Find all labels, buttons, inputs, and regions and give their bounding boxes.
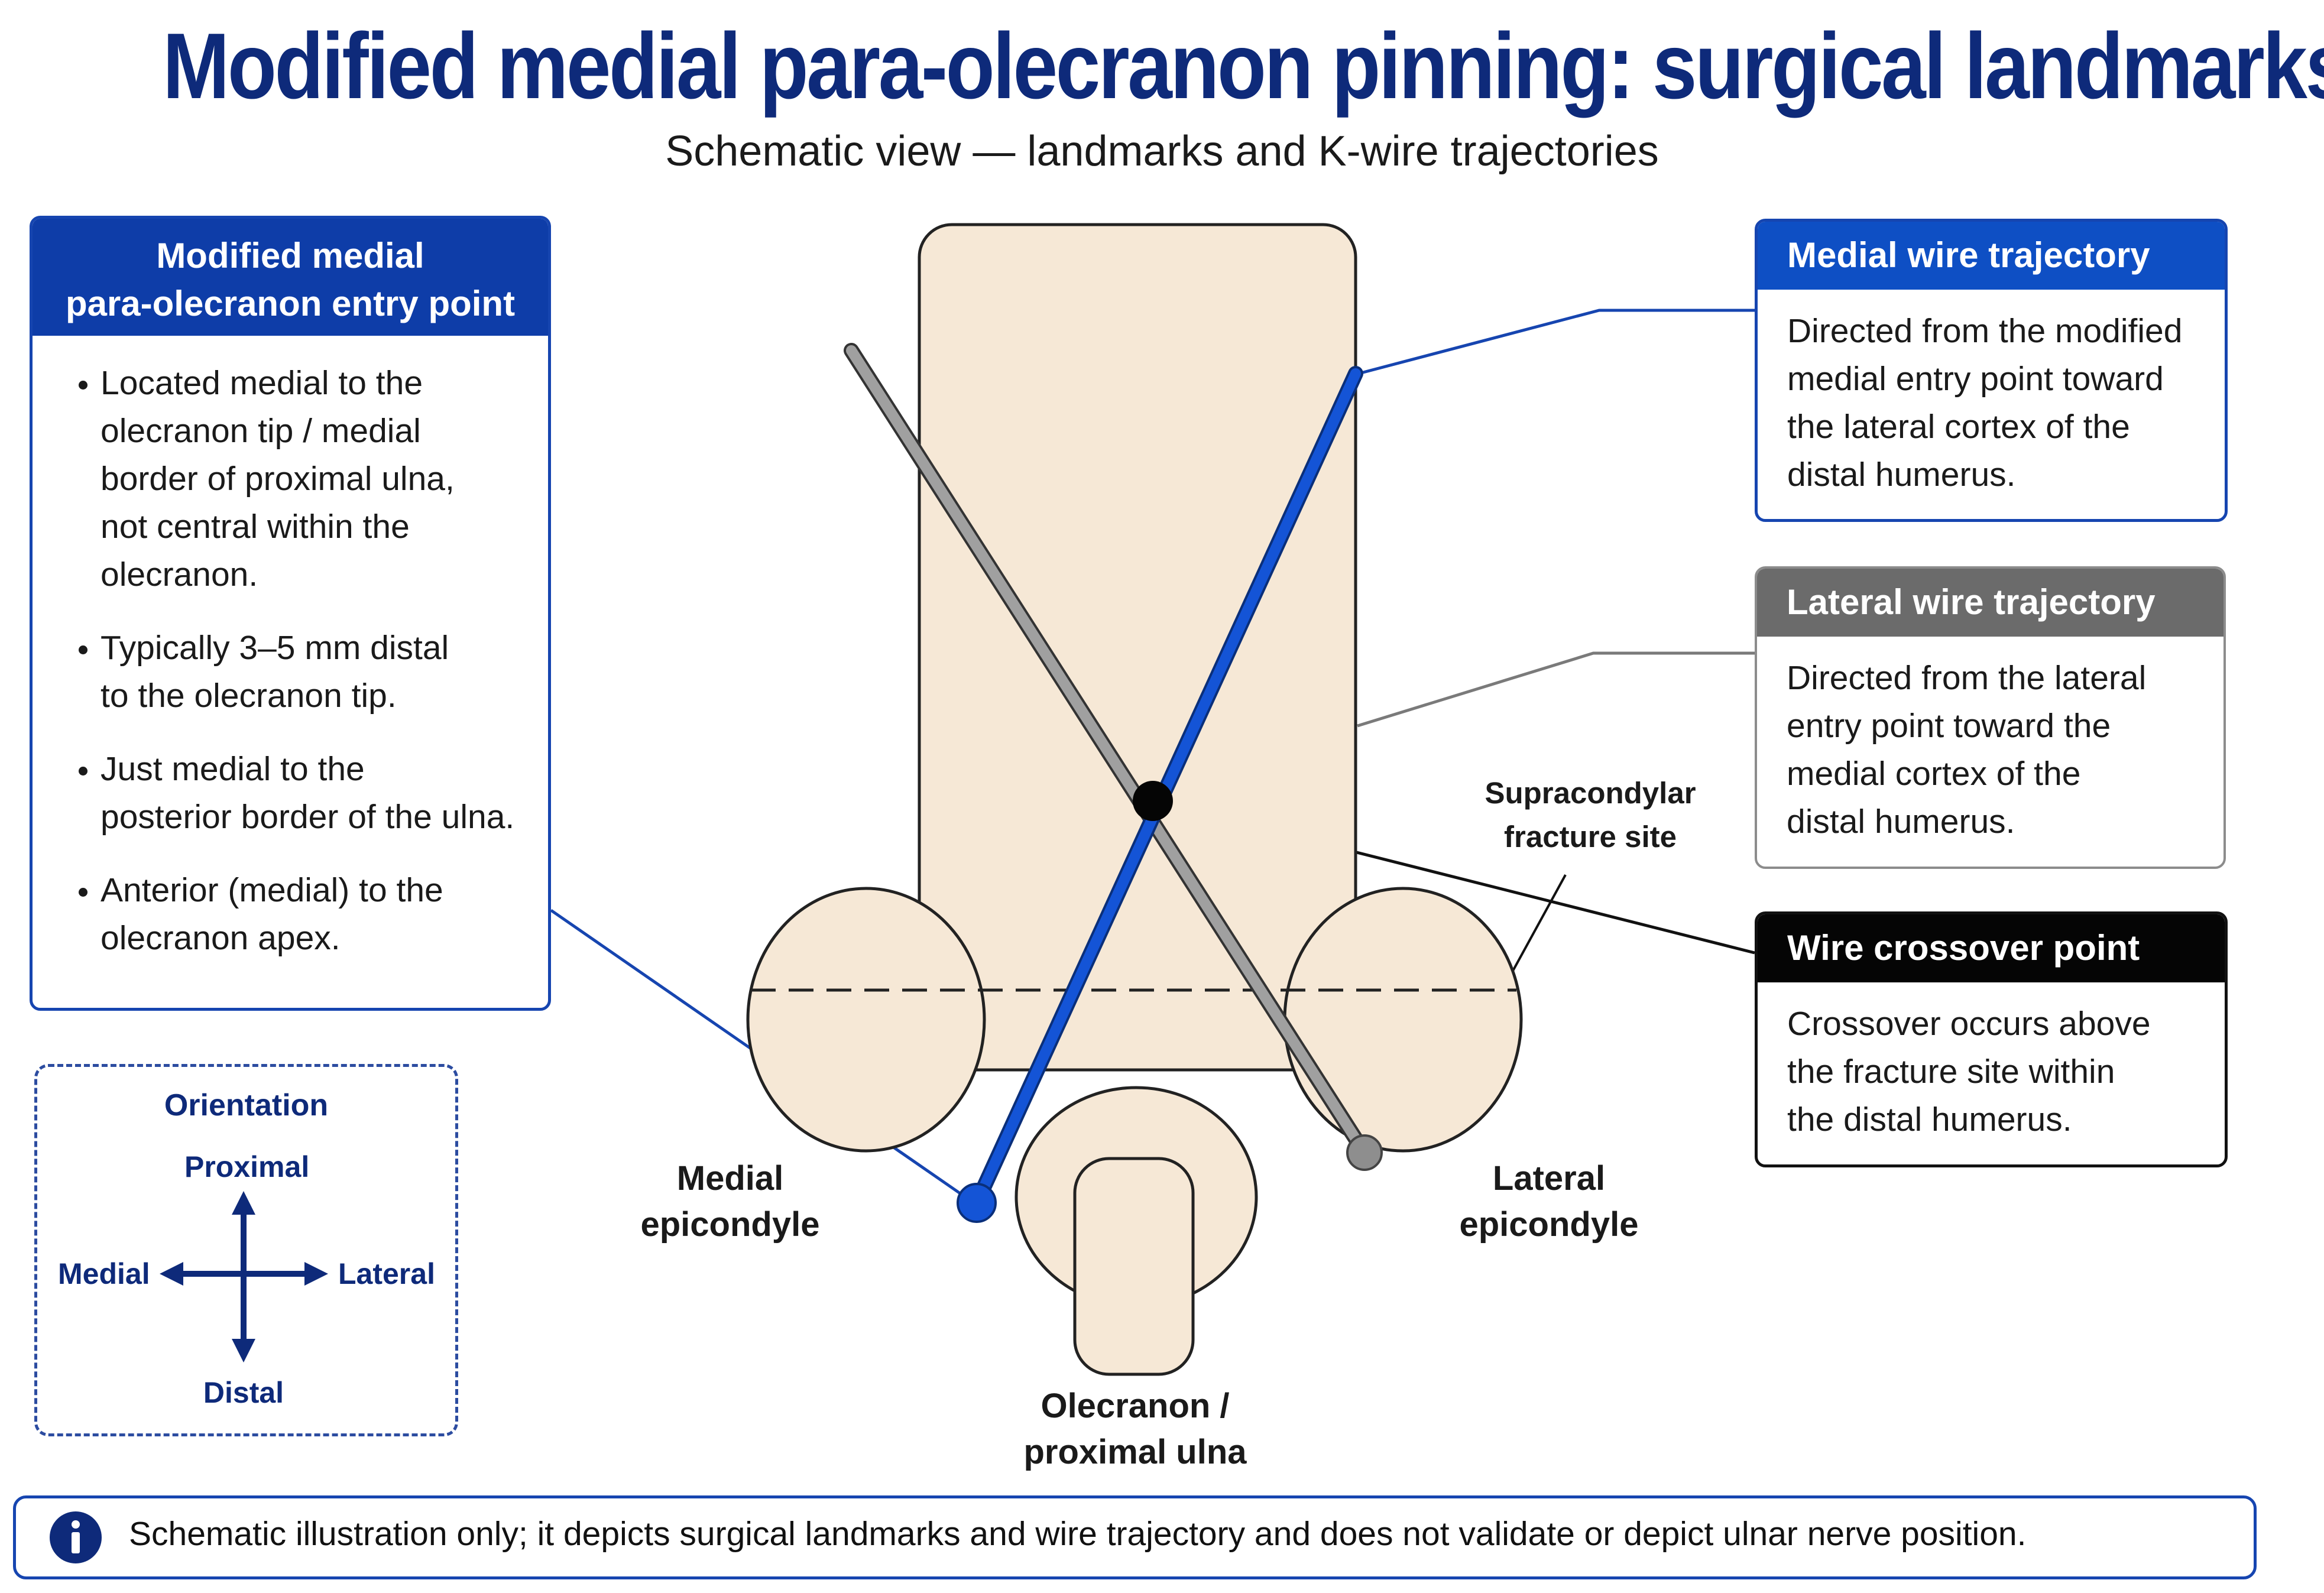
lateral-wire-leader-line xyxy=(1357,651,1755,728)
lateral-wire-entry-point xyxy=(1346,1134,1383,1171)
info-icon xyxy=(50,1511,102,1563)
olecranon-label-line1: Olecranon / xyxy=(1041,1387,1230,1425)
bullet-line: Typically 3–5 mm distal xyxy=(101,629,449,667)
body-line: Directed from the modified xyxy=(1787,312,2183,350)
medial-entry-point xyxy=(957,1183,997,1223)
lateral-wire-callout: Lateral wire trajectory Directed from th… xyxy=(1755,566,2226,869)
bullet-line: olecranon. xyxy=(101,556,258,593)
page-subtitle: Schematic view — landmarks and K-wire tr… xyxy=(665,128,1659,175)
bullet-line: olecranon apex. xyxy=(101,919,341,957)
disclaimer-text: Schematic illustration only; it depicts … xyxy=(129,1515,2027,1553)
lateral-epicondyle xyxy=(1283,887,1523,1153)
olecranon-label: Olecranon / proximal ulna xyxy=(970,1383,1301,1475)
entry-point-heading: Modified medial para-olecranon entry poi… xyxy=(33,219,548,336)
orientation-proximal-label: Proximal xyxy=(184,1150,310,1183)
orientation-lateral-label: Lateral xyxy=(338,1257,435,1290)
bullet-line: not central within the xyxy=(101,508,410,546)
medial-wire-heading: Medial wire trajectory xyxy=(1758,222,2225,290)
medial-epicondyle-label-line1: Medial xyxy=(676,1159,784,1198)
body-line: the lateral cortex of the xyxy=(1787,408,2130,446)
fracture-site-label-line1: Supracondylar xyxy=(1484,776,1696,810)
wire-crossover-point xyxy=(1133,781,1173,821)
lateral-epicondyle-label-line1: Lateral xyxy=(1492,1159,1606,1198)
crossover-heading: Wire crossover point xyxy=(1758,914,2225,982)
body-line: Crossover occurs above xyxy=(1787,1005,2151,1043)
page-title: Modified medial para-olecranon pinning: … xyxy=(163,14,2324,118)
bullet-line: to the olecranon tip. xyxy=(101,677,397,715)
body-line: distal humerus. xyxy=(1787,803,2015,841)
bullet-line: Located medial to the xyxy=(101,364,423,402)
body-line: medial entry point toward xyxy=(1787,360,2164,398)
bullet-line: Just medial to the xyxy=(101,750,365,788)
body-line: Directed from the lateral xyxy=(1787,659,2147,697)
body-line: entry point toward the xyxy=(1787,707,2111,745)
body-line: distal humerus. xyxy=(1787,456,2016,494)
lateral-epicondyle-label: Lateral epicondyle xyxy=(1428,1156,1670,1248)
orientation-distal-label: Distal xyxy=(203,1376,284,1409)
fracture-site-leader-line xyxy=(1503,874,1567,987)
disclaimer-note xyxy=(13,1495,2257,1579)
body-line: the fracture site within xyxy=(1787,1053,2115,1091)
humerus-shaft xyxy=(918,223,1357,1072)
body-line: medial cortex of the xyxy=(1787,755,2081,793)
medial-wire-body: Directed from the modified medial entry … xyxy=(1758,290,2225,499)
entry-bullet-1: Located medial to the olecranon tip / me… xyxy=(101,359,536,599)
crossover-body: Crossover occurs above the fracture site… xyxy=(1758,982,2225,1144)
entry-point-callout: Modified medial para-olecranon entry poi… xyxy=(30,216,551,1011)
olecranon-label-line2: proximal ulna xyxy=(1023,1433,1247,1471)
proximal-ulna xyxy=(1073,1157,1195,1376)
lateral-wire-heading: Lateral wire trajectory xyxy=(1757,569,2223,637)
orientation-legend xyxy=(34,1064,458,1436)
lateral-epicondyle-label-line2: epicondyle xyxy=(1459,1205,1639,1244)
body-line: the distal humerus. xyxy=(1787,1101,2072,1138)
bullet-line: Anterior (medial) to the xyxy=(101,871,443,909)
fracture-site-label-line2: fracture site xyxy=(1504,820,1677,854)
crossover-callout: Wire crossover point Crossover occurs ab… xyxy=(1755,911,2228,1167)
bullet-line: posterior border of the ulna. xyxy=(101,798,515,836)
orientation-title: Orientation xyxy=(164,1088,329,1122)
medial-epicondyle-label-line2: epicondyle xyxy=(640,1205,820,1244)
entry-point-heading-line1: Modified medial xyxy=(156,236,424,275)
lateral-k-wire-fill xyxy=(846,345,1370,1158)
bullet-line: border of proximal ulna, xyxy=(101,460,455,498)
medial-wire-callout: Medial wire trajectory Directed from the… xyxy=(1755,219,2228,522)
entry-point-bullet-list: Located medial to the olecranon tip / me… xyxy=(33,336,548,962)
entry-bullet-4: Anterior (medial) to the olecranon apex. xyxy=(101,867,536,962)
entry-bullet-3: Just medial to the posterior border of t… xyxy=(101,745,536,841)
entry-point-body: Located medial to the olecranon tip / me… xyxy=(33,336,548,962)
entry-bullet-2: Typically 3–5 mm distal to the olecranon… xyxy=(101,624,536,720)
bullet-line: olecranon tip / medial xyxy=(101,412,421,450)
entry-point-heading-line2: para-olecranon entry point xyxy=(65,284,516,323)
lateral-wire-body: Directed from the lateral entry point to… xyxy=(1757,637,2223,846)
orientation-medial-label: Medial xyxy=(58,1257,150,1290)
fracture-site-label: Supracondylar fracture site xyxy=(1443,771,1738,859)
medial-epicondyle xyxy=(746,887,986,1153)
medial-wire-leader-line xyxy=(1358,309,1755,375)
medial-epicondyle-label: Medial epicondyle xyxy=(609,1156,851,1248)
